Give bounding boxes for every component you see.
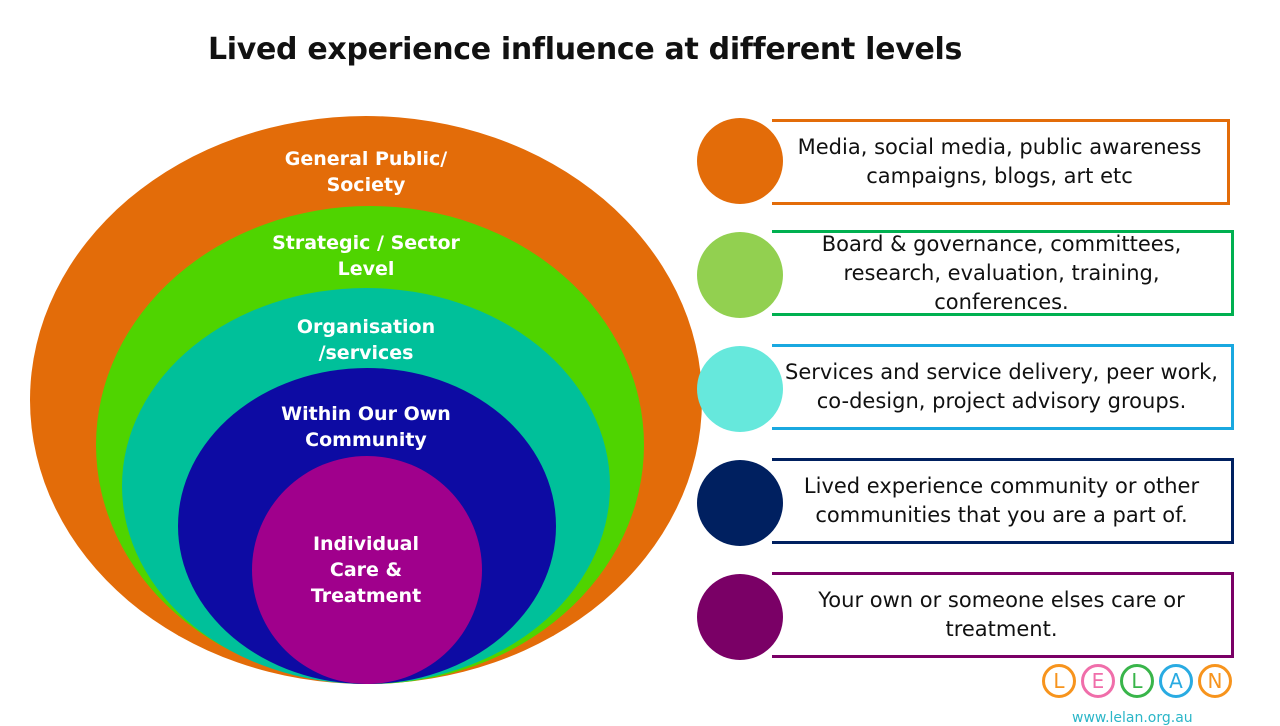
row-dot-media	[697, 118, 783, 204]
logo-letter-l2: L	[1120, 664, 1154, 698]
level-label-individual-care: Individual Care & Treatment	[310, 533, 422, 607]
level-label-strategic-sector: Strategic / Sector Level	[272, 232, 460, 280]
ring-individual-care	[252, 456, 482, 684]
row-box-community: Lived experience community or other comm…	[772, 458, 1234, 544]
row-box-care: Your own or someone elses care or treatm…	[772, 572, 1234, 658]
logo-url[interactable]: www.lelan.org.au	[1072, 710, 1193, 726]
row-text-community: Lived experience community or other comm…	[803, 474, 1200, 527]
row-text-media: Media, social media, public awareness ca…	[797, 135, 1202, 188]
level-label-organisation: Organisation /services	[296, 316, 436, 364]
row-dot-governance	[697, 232, 783, 318]
logo-letter-n: N	[1198, 664, 1232, 698]
row-text-services: Services and service delivery, peer work…	[785, 360, 1218, 413]
row-dot-care	[697, 574, 783, 660]
row-text-care: Your own or someone elses care or treatm…	[818, 588, 1185, 641]
row-box-governance: Board & governance, committees, research…	[772, 230, 1234, 316]
row-dot-community	[697, 460, 783, 546]
level-label-own-community: Within Our Own Community	[281, 403, 451, 451]
logo-letter-l1: L	[1042, 664, 1076, 698]
logo-letter-a: A	[1159, 664, 1193, 698]
row-box-media: Media, social media, public awareness ca…	[772, 119, 1230, 205]
row-text-governance: Board & governance, committees, research…	[821, 231, 1182, 314]
level-label-general-public: General Public/ Society	[284, 148, 448, 196]
row-box-services: Services and service delivery, peer work…	[772, 344, 1234, 430]
row-dot-services	[697, 346, 783, 432]
page-title: Lived experience influence at different …	[207, 32, 963, 67]
logo-letter-e: E	[1081, 664, 1115, 698]
